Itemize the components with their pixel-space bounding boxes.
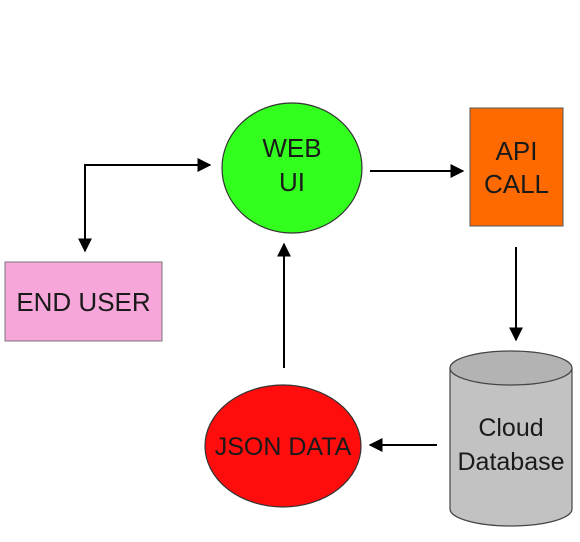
web-ui-shape xyxy=(221,102,363,234)
edges xyxy=(78,158,523,452)
node-web-ui: WEB UI xyxy=(221,102,363,234)
cloud-db-body xyxy=(449,368,573,527)
api-call-label-line1: API xyxy=(496,136,538,166)
node-api-call: API CALL xyxy=(469,107,564,227)
api-call-label-line2: CALL xyxy=(484,169,549,199)
api-call-shape xyxy=(469,107,564,227)
cloud-db-label-line2: Database xyxy=(457,448,564,476)
json-data-shape xyxy=(204,384,362,508)
node-json-data: JSON DATA xyxy=(204,384,362,508)
cloud-db-top xyxy=(449,350,573,386)
cloud-db-label-line1: Cloud xyxy=(478,414,543,442)
edge-end-user-web-ui xyxy=(78,158,212,253)
node-cloud-db: Cloud Database xyxy=(449,350,573,527)
end-user-label: END USER xyxy=(16,287,150,317)
json-data-label: JSON DATA xyxy=(215,433,352,461)
web-ui-label-line2: UI xyxy=(279,167,305,197)
web-ui-label-line1: WEB xyxy=(262,133,321,163)
end-user-shape xyxy=(4,261,163,342)
node-end-user: END USER xyxy=(4,261,163,342)
